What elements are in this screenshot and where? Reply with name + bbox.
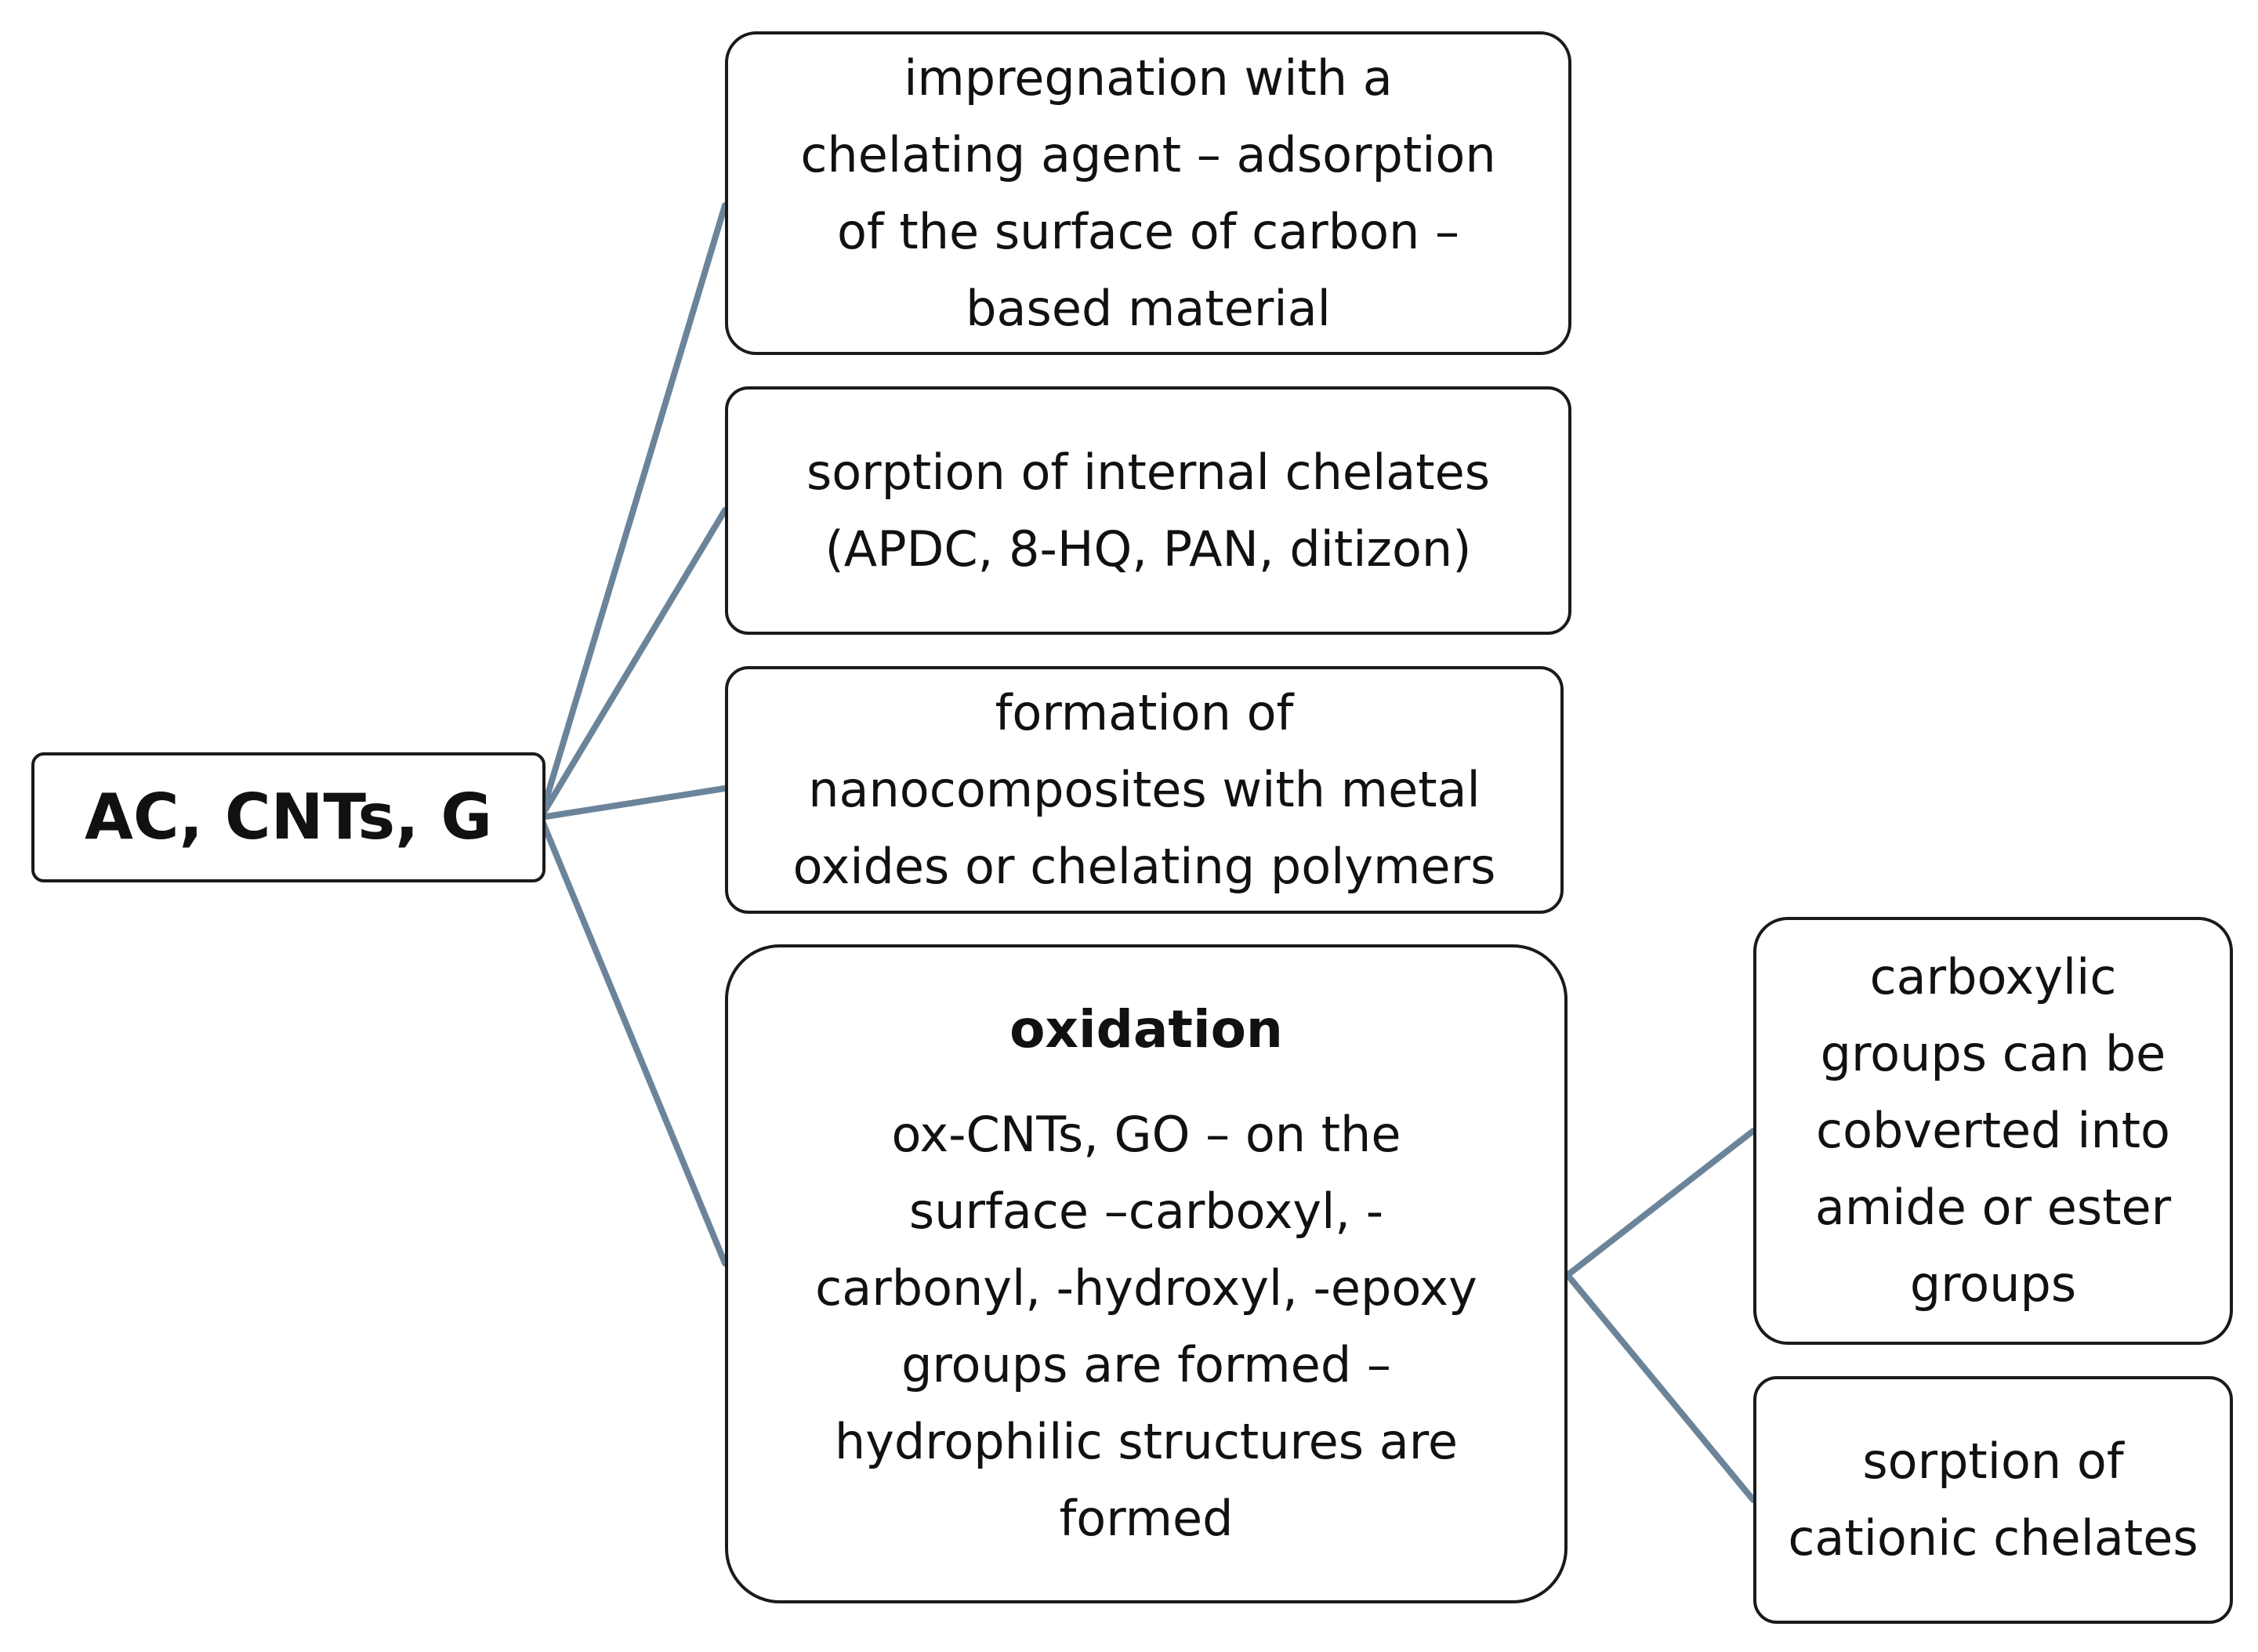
connector-oxidation-carboxylic [1564, 1128, 1756, 1278]
connector-oxidation-cationic [1564, 1272, 1756, 1503]
impregnation-node: impregnation with a chelating agent – ad… [725, 31, 1571, 355]
root-label: AC, CNTs, G [85, 781, 492, 853]
connector-root-oxidation [538, 814, 728, 1266]
sorption-internal-chelates-text: sorption of internal chelates (APDC, 8-H… [806, 443, 1491, 578]
carboxylic-groups-node: carboxylic groups can be cobverted into … [1753, 917, 2233, 1345]
connector-root-sorption-internal [538, 507, 728, 821]
connector-root-impregnation [538, 202, 728, 821]
nanocomposites-text: formation of nanocomposites with metal o… [792, 684, 1496, 895]
root-node: AC, CNTs, G [31, 752, 545, 882]
connector-root-nanocomposites [538, 785, 728, 821]
oxidation-text: ox-CNTs, GO – on the surface –carboxyl, … [815, 1106, 1477, 1547]
sorption-internal-chelates-node: sorption of internal chelates (APDC, 8-H… [725, 386, 1571, 635]
cationic-chelates-node: sorption of cationic chelates [1753, 1376, 2233, 1624]
impregnation-text: impregnation with a chelating agent – ad… [800, 49, 1496, 337]
nanocomposites-node: formation of nanocomposites with metal o… [725, 666, 1564, 914]
oxidation-heading: oxidation [1009, 999, 1283, 1060]
cationic-chelates-text: sorption of cationic chelates [1788, 1433, 2198, 1567]
carboxylic-groups-text: carboxylic groups can be cobverted into … [1814, 948, 2172, 1313]
oxidation-node: oxidation ox-CNTs, GO – on the surface –… [725, 944, 1568, 1603]
